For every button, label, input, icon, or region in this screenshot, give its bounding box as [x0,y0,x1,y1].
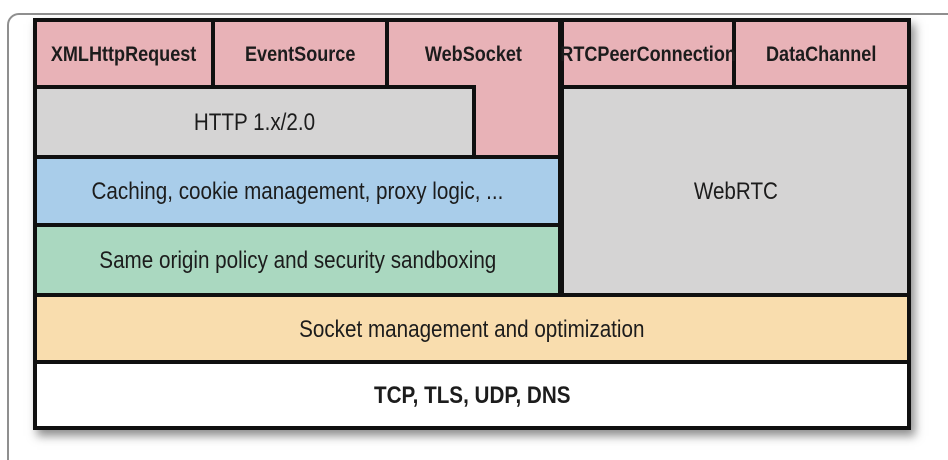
websocket-label: WebSocket [424,43,523,66]
socket-management-label: Socket management and optimization [299,315,645,343]
caching-label: Caching, cookie management, proxy logic,… [91,178,504,205]
box-rtcpeerconnection: RTCPeerConnection [560,22,736,85]
transport-protocols-label: TCP, TLS, UDP, DNS [373,382,571,409]
box-transport-protocols: TCP, TLS, UDP, DNS [37,364,907,426]
box-xmlhttprequest: XMLHttpRequest [37,22,211,85]
webrtc-label: WebRTC [693,178,778,205]
rtcpeerconnection-label: RTCPeerConnection [560,43,736,66]
box-websocket-extension [476,22,558,155]
xmlhttprequest-label: XMLHttpRequest [51,43,197,66]
box-webrtc: WebRTC [564,89,907,293]
figure-frame [7,13,948,460]
box-socket-management: Socket management and optimization [37,297,907,360]
box-http: HTTP 1.x/2.0 [37,89,472,155]
box-datachannel: DataChannel [736,22,907,85]
box-caching-cookie-proxy: Caching, cookie management, proxy logic,… [37,159,558,223]
box-websocket-top [389,22,476,85]
same-origin-label: Same origin policy and security sandboxi… [99,247,496,274]
box-websocket: WebSocket [389,22,558,85]
http-label: HTTP 1.x/2.0 [193,109,316,136]
eventsource-label: EventSource [244,43,356,66]
browser-networking-stack-diagram: XMLHttpRequest EventSource WebSocket RTC… [33,18,911,430]
box-eventsource: EventSource [215,22,385,85]
datachannel-label: DataChannel [766,43,877,66]
box-same-origin-policy: Same origin policy and security sandboxi… [37,227,558,293]
